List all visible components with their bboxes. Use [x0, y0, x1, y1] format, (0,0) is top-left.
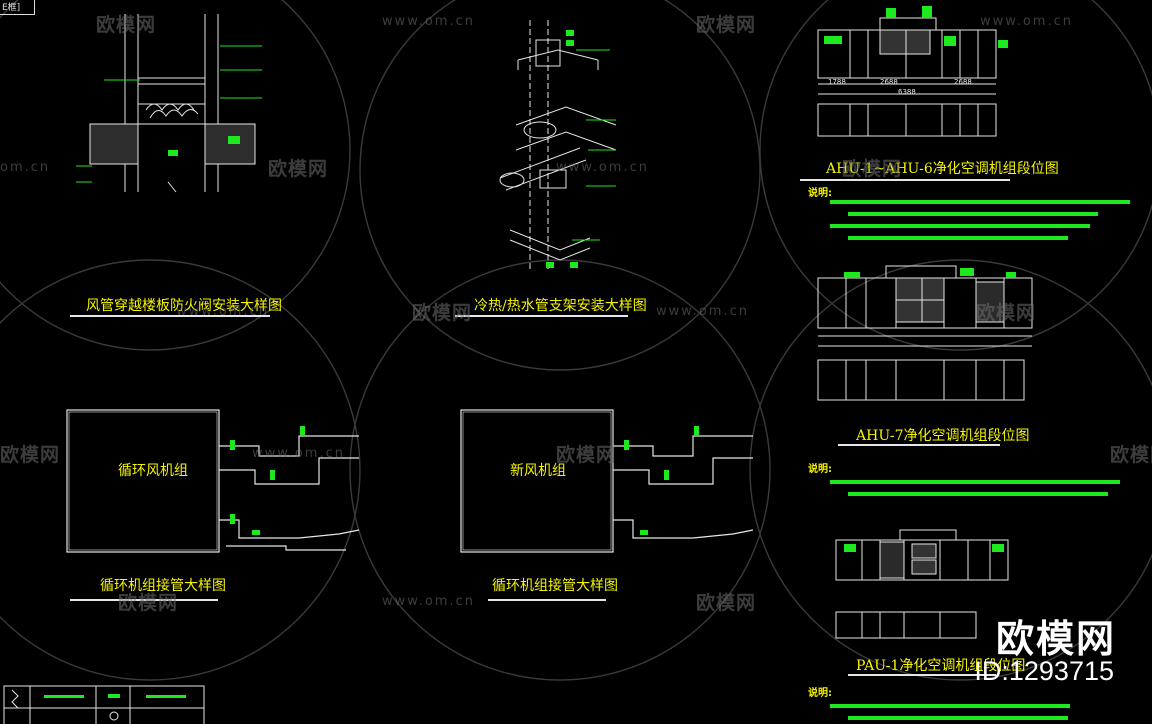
watermark-url-5: www.om.cn — [176, 304, 269, 319]
fire-damper-detail — [76, 14, 262, 193]
watermark-cn-1: 欧模网 — [96, 14, 157, 36]
brand-id: ID:1293715 — [974, 656, 1114, 686]
watermark-url-3: om.cn — [0, 160, 51, 175]
note-pau1: 说明: — [808, 688, 832, 699]
ahu7-plan — [817, 265, 1033, 401]
ahu1-plan — [817, 6, 1008, 137]
watermark-url-7: www.om.cn — [252, 446, 345, 461]
corner-tag: E框] — [0, 0, 36, 15]
watermark-cn-5: 欧模网 — [412, 302, 473, 324]
title-pau1: PAU-1净化空调机组段位图 — [856, 658, 1026, 674]
watermark-url-1: www.om.cn — [382, 14, 475, 29]
watermark-cn-8: 欧模网 — [556, 444, 617, 466]
watermark-url-4: www.om.cn — [556, 160, 649, 175]
pau1-notes — [830, 704, 1070, 720]
pipe-support-detail — [499, 20, 617, 270]
watermark-cn-9: 欧模网 — [1110, 444, 1152, 466]
watermark-cn-2: 欧模网 — [696, 14, 757, 36]
title-circ-unit-piping: 循环机组接管大样图 — [100, 578, 226, 594]
watermark-url-2: www.om.cn — [980, 14, 1073, 29]
brand-logo: 欧模网 — [995, 617, 1116, 661]
title-fire-damper: 风管穿越楼板防火阀安装大样图 — [86, 298, 282, 314]
circ-unit-detail — [66, 409, 360, 553]
label-fresh-unit: 新风机组 — [510, 463, 566, 479]
watermark-cn-6: 欧模网 — [976, 302, 1037, 324]
dim-2688-a: 2688 — [880, 78, 898, 86]
watermark-cn-4: 欧模网 — [842, 158, 903, 180]
note-ahu7: 说明: — [808, 464, 832, 475]
title-pipe-support: 冷热/热水管支架安装大样图 — [474, 298, 647, 314]
watermark-url-8: www.om.cn — [382, 594, 475, 609]
dim-6388: 6388 — [898, 88, 916, 96]
legend-table — [3, 685, 205, 724]
fresh-unit-detail — [460, 409, 754, 553]
ahu7-notes — [830, 480, 1120, 496]
title-ahu7: AHU-7净化空调机组段位图 — [856, 428, 1030, 444]
note-ahu1: 说明: — [808, 188, 832, 199]
label-circ-unit: 循环风机组 — [118, 463, 188, 479]
title-ahu1: AHU-1~AHU-6净化空调机组段位图 — [826, 161, 1059, 177]
ahu1-notes — [830, 200, 1130, 240]
pau1-plan — [835, 529, 1009, 639]
title-fresh-unit-piping: 循环机组接管大样图 — [492, 578, 618, 594]
watermark-cn-7: 欧模网 — [0, 444, 61, 466]
watermark-cn-10: 欧模网 — [118, 592, 179, 614]
dim-1788: 1788 — [828, 78, 846, 86]
dim-2688-b: 2688 — [954, 78, 972, 86]
watermark-cn-11: 欧模网 — [696, 592, 757, 614]
watermark-cn-3: 欧模网 — [268, 158, 329, 180]
watermark-url-6: www.om.cn — [656, 304, 749, 319]
